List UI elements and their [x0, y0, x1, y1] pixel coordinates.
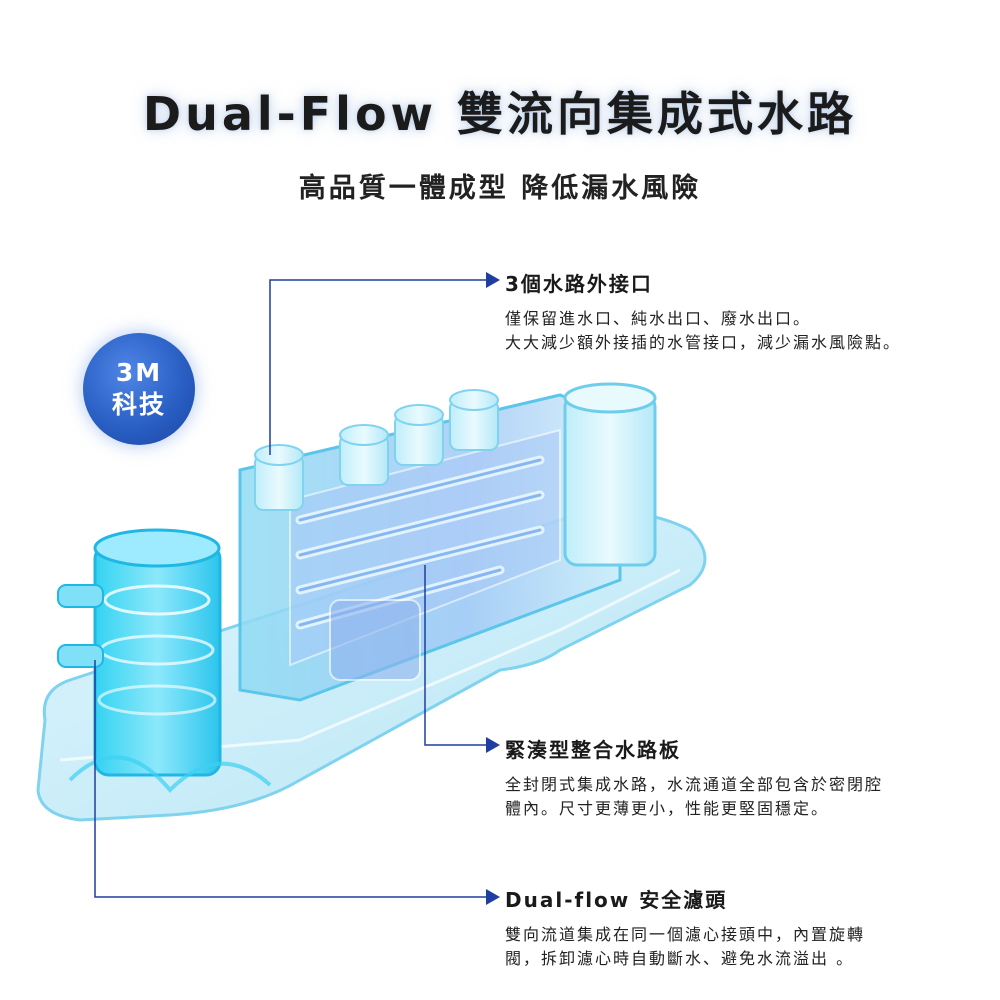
callout-leaders — [94, 279, 488, 898]
callout-board-text: 全封閉式集成水路，水流通道全部包含於密閉腔 體內。尺寸更薄更小，性能更堅固穩定。 — [505, 773, 883, 821]
callout-board-line-1: 全封閉式集成水路，水流通道全部包含於密閉腔 — [505, 775, 884, 794]
callout-filter-head-line-1: 雙向流道集成在同一個濾心接頭中，內置旋轉 — [505, 925, 866, 944]
page-title: Dual-Flow 雙流向集成式水路 — [142, 87, 858, 141]
callout-filter-head-text: 雙向流道集成在同一個濾心接頭中，內置旋轉 閥，拆卸濾心時自動斷水、避免水流溢出 … — [505, 923, 865, 971]
badge-line-2: 科技 — [111, 390, 166, 419]
callout-board: 緊湊型整合水路板 全封閉式集成水路，水流通道全部包含於密閉腔 體內。尺寸更薄更小… — [505, 734, 883, 821]
callout-ports-title: 3個水路外接口 — [505, 272, 653, 296]
callout-filter-head-title: Dual-flow 安全濾頭 — [505, 888, 728, 912]
arrow-right-icon — [486, 272, 500, 905]
badge-line-1: 3M — [115, 358, 163, 387]
callout-ports: 3個水路外接口 僅保留進水口、純水出口、廢水出口。 大大減少額外接插的水管接口，… — [505, 268, 901, 355]
3m-tech-badge: 3M 科技 — [83, 333, 195, 445]
callout-ports-line-1: 僅保留進水口、純水出口、廢水出口。 — [505, 309, 812, 328]
callout-ports-text: 僅保留進水口、純水出口、廢水出口。 大大減少額外接插的水管接口，減少漏水風險點。 — [505, 307, 901, 355]
callout-board-title: 緊湊型整合水路板 — [505, 738, 681, 762]
callout-ports-line-2: 大大減少額外接插的水管接口，減少漏水風險點。 — [505, 333, 902, 352]
callout-filter-head: Dual-flow 安全濾頭 雙向流道集成在同一個濾心接頭中，內置旋轉 閥，拆卸… — [505, 884, 865, 971]
callout-filter-head-line-2: 閥，拆卸濾心時自動斷水、避免水流溢出 。 — [505, 949, 855, 968]
channel-block — [238, 382, 657, 702]
page-subtitle: 高品質一體成型 降低漏水風險 — [298, 173, 702, 204]
callout-board-line-2: 體內。尺寸更薄更小，性能更堅固穩定。 — [505, 799, 830, 818]
